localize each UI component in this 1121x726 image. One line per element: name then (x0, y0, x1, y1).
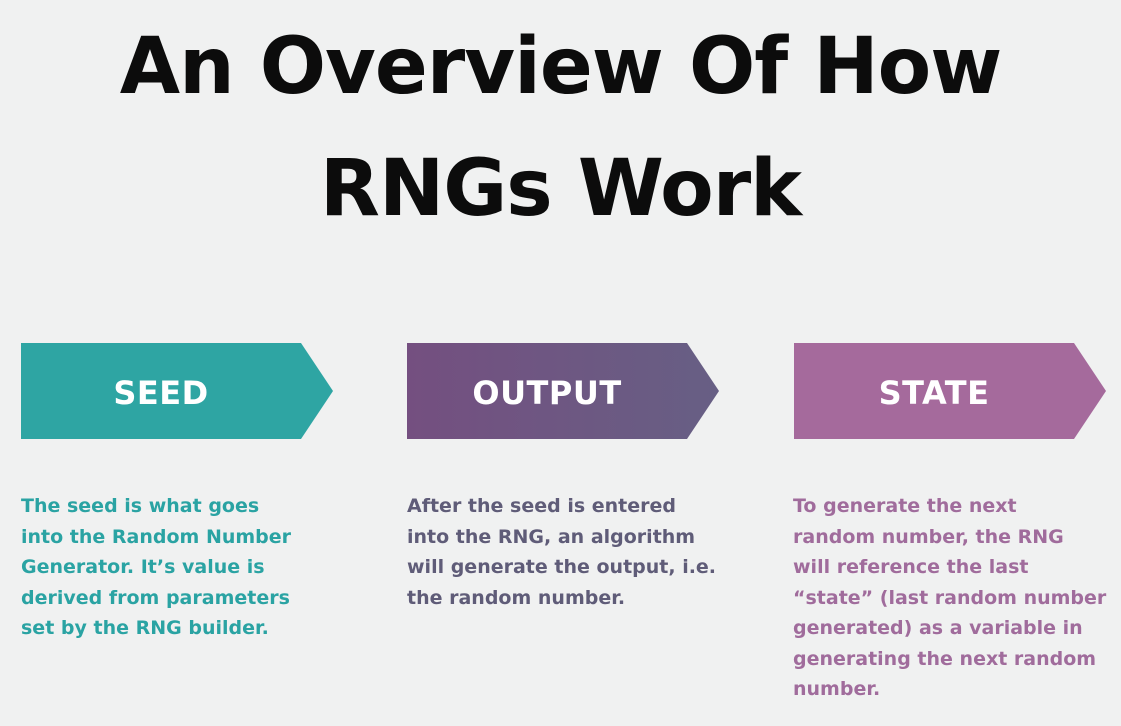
output-description-line: will generate the output, i.e. (407, 556, 717, 578)
output-stage-arrow: OUTPUT (407, 343, 719, 439)
state-stage-arrow: STATE (794, 343, 1106, 439)
state-arrow-shape (794, 343, 1106, 439)
seed-arrow-shape (21, 343, 333, 439)
seed-description-line: The seed is what goes (21, 495, 260, 517)
seed-description-line: derived from parameters (21, 586, 290, 609)
state-description-line: generated) as a variable in (793, 617, 1083, 639)
title-line-1: An Overview Of How (119, 22, 1003, 112)
seed-description: The seed is what goes into the Random Nu… (21, 491, 311, 644)
state-description-line: will reference the last (793, 556, 1029, 578)
output-description: After the seed is entered into the RNG, … (407, 491, 727, 613)
state-description: To generate the next random number, the … (793, 491, 1113, 705)
state-description-line: To generate the next (793, 495, 1017, 517)
seed-description-line: Generator. It’s value is (21, 556, 265, 578)
page-title: An Overview Of How RNGs Work (0, 6, 1121, 250)
title-line-2: RNGs Work (319, 144, 802, 234)
output-label: OUTPUT (472, 374, 622, 412)
output-description-line: the random number. (407, 586, 626, 609)
state-label: STATE (878, 374, 990, 412)
state-description-line: generating the next random (793, 647, 1097, 670)
seed-stage-arrow: SEED (21, 343, 333, 439)
state-description-line: number. (793, 678, 881, 700)
state-description-line: random number, the RNG (793, 525, 1064, 548)
state-description-line: “state” (last random number (793, 586, 1107, 609)
seed-description-line: into the Random Number (21, 525, 292, 548)
output-arrow-shape (407, 343, 719, 439)
output-description-line: into the RNG, an algorithm (407, 525, 696, 548)
output-description-line: After the seed is entered (407, 495, 677, 517)
seed-description-line: set by the RNG builder. (21, 617, 269, 639)
seed-label: SEED (113, 374, 209, 412)
